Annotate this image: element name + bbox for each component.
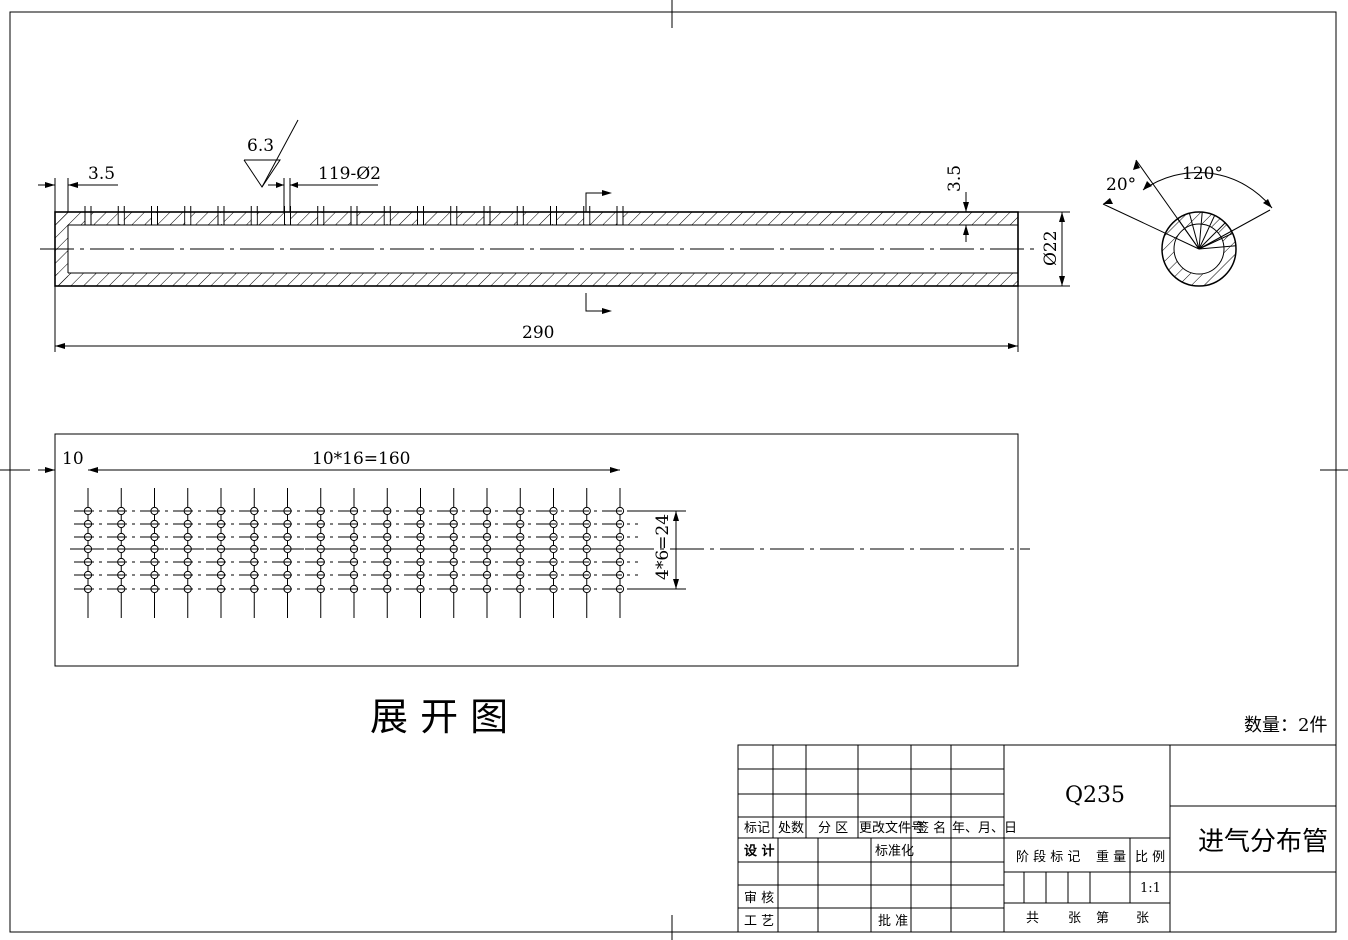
hdr-mark: 标记 <box>744 821 770 836</box>
role-approve: 批 准 <box>878 914 908 929</box>
hole-radial <box>1188 213 1200 250</box>
hole-radial <box>1198 212 1203 250</box>
pipe-section-view: 120° 20° <box>1102 159 1273 287</box>
stage-mark-label: 阶 段 标 记 <box>1016 850 1080 865</box>
part-name: 进气分布管 <box>1198 827 1328 857</box>
unfold-view: 10 10*16=160 4*6=24 <box>38 433 1030 667</box>
role-check: 审 核 <box>744 891 774 906</box>
dim-diameter: Ø22 <box>1018 211 1070 287</box>
quantity-label: 数量：2件 <box>1244 715 1327 736</box>
hole-gap <box>251 213 257 224</box>
holes-label: 119-Ø2 <box>318 164 381 184</box>
dim-holes: 119-Ø2 <box>268 164 381 212</box>
hole-pitch-label: 10*16=160 <box>312 449 410 469</box>
hole-gap <box>85 213 91 224</box>
hole-gap <box>218 213 224 224</box>
material-label: Q235 <box>1065 783 1125 808</box>
hole-gap <box>152 213 157 224</box>
title-block: 标记 处数 分 区 更改文件号 签 名 年、月、日 设 计 标准化 审 核 工 … <box>737 744 1337 933</box>
dim-length: 290 <box>54 286 1019 352</box>
hole-radial <box>1198 222 1226 250</box>
weight-label: 重 量 <box>1096 849 1126 865</box>
hole-gap <box>185 213 191 224</box>
role-process: 工 艺 <box>744 914 774 929</box>
start-offset-label: 10 <box>62 449 84 469</box>
hole-gap <box>517 213 523 224</box>
pipe-side-view <box>40 190 1035 314</box>
hole-radial <box>1198 245 1236 250</box>
scale-value: 1:1 <box>1140 881 1161 896</box>
hdr-zone: 分 区 <box>818 821 848 836</box>
hole-gap <box>451 213 457 224</box>
unfold-title: 展 开 图 <box>370 695 508 739</box>
sheet-unit-label: 张 <box>1136 911 1149 926</box>
angle-large-label: 120° <box>1182 164 1223 184</box>
hole-gap <box>617 213 623 224</box>
hdr-count: 处数 <box>778 821 804 836</box>
hole-radial <box>1198 215 1216 250</box>
hole-gap <box>285 213 290 224</box>
role-standardize: 标准化 <box>875 844 914 859</box>
hdr-date: 年、月、日 <box>952 821 1017 836</box>
roughness-symbol: 6.3 <box>243 119 299 188</box>
hole-gap <box>384 213 390 224</box>
left-wall-label: 3.5 <box>88 164 115 184</box>
diameter-label: Ø22 <box>1041 230 1061 266</box>
hole-gap <box>318 213 324 224</box>
dim-right-wall: 3.5 <box>945 165 969 242</box>
role-design: 设 计 <box>744 843 775 859</box>
hole-gap <box>118 213 124 224</box>
sheets-label: 张 <box>1068 911 1081 926</box>
hole-gap <box>584 213 590 224</box>
roughness-label: 6.3 <box>247 136 274 156</box>
hole-gap <box>351 213 357 224</box>
dim-left-wall: 3.5 <box>38 164 118 212</box>
hole-gap <box>551 213 556 224</box>
hdr-change-doc: 更改文件号 <box>859 821 924 836</box>
hdr-sign: 签 名 <box>916 820 946 836</box>
hole-gap <box>484 213 490 224</box>
length-label: 290 <box>522 323 554 343</box>
nth-label: 第 <box>1096 911 1109 926</box>
total-label: 共 <box>1026 911 1039 926</box>
row-pitch-label: 4*6=24 <box>653 514 673 580</box>
ratio-label: 比 例 <box>1135 850 1165 865</box>
right-wall-label: 3.5 <box>945 165 965 192</box>
angle-small-label: 20° <box>1106 175 1136 195</box>
hole-gap <box>418 213 423 224</box>
